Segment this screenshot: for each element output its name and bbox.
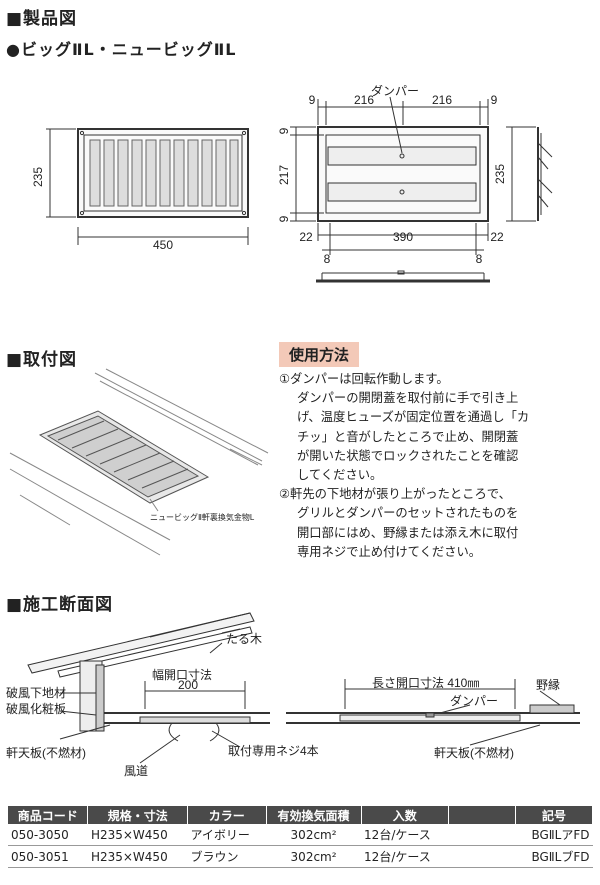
usage-line: 専用ネジで止め付けてください。 [297,544,482,559]
label-nokiten-right: 軒天板(不燃材) [434,745,514,760]
dim-top-3: 9 [491,93,498,107]
dim-left-0: 9 [277,127,291,134]
usage-line: 開口部にはめ、野縁または添え木に取付 [297,525,519,540]
cell: 12台/ケース [361,824,449,846]
cell [448,845,516,868]
label-hafu-kesho: 破風化粧板 [6,701,66,716]
dim-top-1: 216 [354,93,374,107]
grille-front-view [77,128,249,218]
table-row: 050-3051 H235×W450 ブラウン 302cm² 12台/ケース B… [8,845,593,868]
dim-bottom-1: 390 [393,230,413,244]
usage-line: が開いた状態でロックされたことを確認 [297,448,519,463]
usage-line: してください。 [297,468,383,483]
col-header: 記号 [515,806,594,824]
dim-top-0: 9 [309,93,316,107]
col-header: 規格・寸法 [87,806,188,824]
section-drawing: たる木 幅開口寸法 200 破風下地材 破風化粧板 軒天板(不燃材) 風道 取付… [6,612,580,778]
table-header-row: 商品コード 規格・寸法 カラー 有効換気面積 入数 記号 [8,806,594,824]
usage-line: げ、温度ヒューズが固定位置を通過し「カ [297,410,530,425]
cell: H235×W450 [87,824,188,846]
dim-height-side: 235 [493,164,507,184]
label-screw: 取付専用ネジ4本 [228,744,319,758]
usage-line: ①ダンパーは回転作動します。 [279,372,449,386]
product-drawing: 235 450 ダンパー 9 216 216 9 9 217 9 22 390 … [31,85,553,283]
label-noen: 野縁 [536,677,560,692]
col-header [448,806,516,824]
label-width-val: 200 [178,678,198,692]
damper-bottom-view [316,270,490,283]
cell: アイボリー [187,824,267,846]
cell: 050-3050 [8,824,88,846]
cell: 302cm² [266,845,362,868]
col-header: 商品コード [8,806,89,824]
dim-left-1: 217 [277,165,291,185]
label-length-open: 長さ開口寸法 410㎜ [372,676,479,690]
dim-bottom2-1: 8 [476,252,483,266]
usage-line: ダンパーの開閉蓋を取付前に手で引き上 [297,391,519,406]
install-label: ニュービッグⅡ軒裏換気金物L [150,512,255,522]
cell: BGⅡLアFD [515,824,593,846]
dim-left-2: 9 [277,215,291,222]
product-name: ●ビッグⅡL・ニュービッグⅡL [6,40,237,59]
install-drawing: ニュービッグⅡ軒裏換気金物L [9,368,269,556]
section-title-product: ■製品図 [6,9,78,29]
usage-line: ②軒先の下地材が張り上がったところで、 [279,487,511,502]
usage-line: チッ」と音がしたところで止め、開閉蓋 [297,429,519,444]
label-hafu-shita: 破風下地材 [6,685,66,700]
usage-line: グリルとダンパーのセットされたものを [297,506,519,521]
side-view [537,127,553,221]
label-width-open: 幅開口寸法 [152,667,212,682]
cell: BGⅡLブFD [515,845,593,868]
usage-title: 使用方法 [279,342,360,367]
cell: 12台/ケース [361,845,449,868]
dim-top-2: 216 [432,93,452,107]
label-fudo: 風道 [124,764,148,778]
cell: 050-3051 [8,845,88,868]
cell: ブラウン [187,845,267,868]
grille-installed [38,410,210,504]
label-taruki: たる木 [226,632,262,646]
table-row: 050-3050 H235×W450 アイボリー 302cm² 12台/ケース … [8,824,593,846]
dim-bottom-2: 22 [490,230,504,244]
label-nokiten-left: 軒天板(不燃材) [6,745,86,760]
col-header: 入数 [361,806,449,824]
cell: 302cm² [266,824,362,846]
cell [448,824,516,846]
label-damper: ダンパー [450,693,498,708]
dim-bottom2-0: 8 [324,252,331,266]
cell: H235×W450 [87,845,188,868]
damper-back-view [317,126,489,222]
dim-width-front: 450 [153,238,173,252]
col-header: カラー [187,806,267,824]
damper-label: ダンパー [371,85,419,98]
dim-bottom-0: 22 [299,230,313,244]
dim-height-front: 235 [31,167,45,187]
section-title-install: ■取付図 [6,350,78,370]
section-title-construction: ■施工断面図 [6,595,114,615]
usage-text: ①ダンパーは回転作動します。 ダンパーの開閉蓋を取付前に手で引き上 げ、温度ヒュ… [279,370,594,562]
spec-table: 商品コード 規格・寸法 カラー 有効換気面積 入数 記号 050-3050 H2… [8,806,594,868]
col-header: 有効換気面積 [266,806,362,824]
